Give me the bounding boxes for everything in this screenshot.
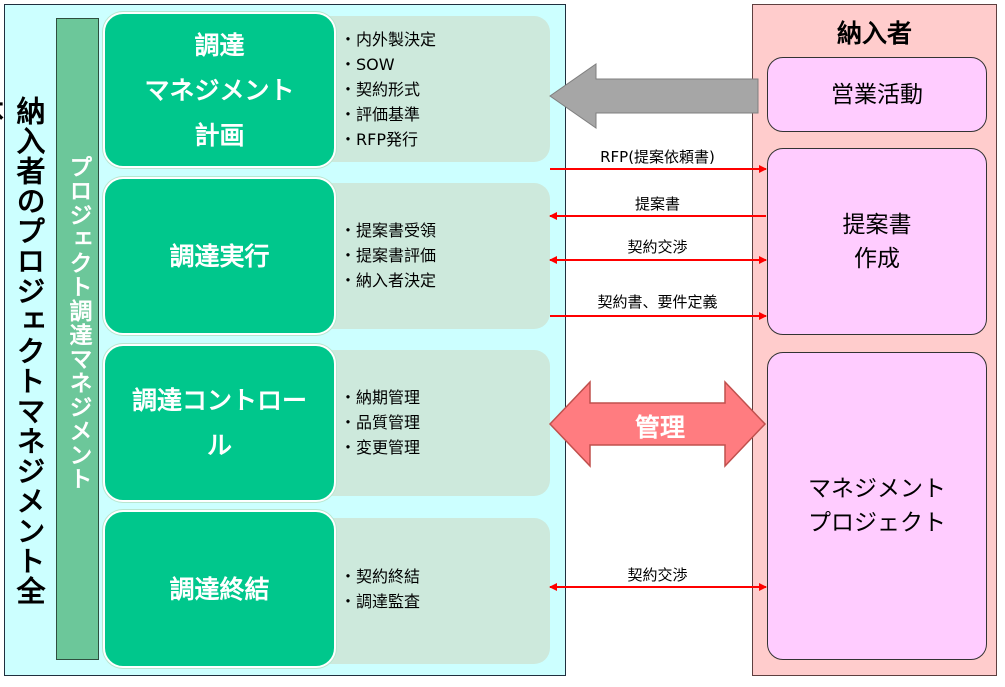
proposal-creation-line: 提案書 — [842, 211, 912, 238]
phase-planning-line: マネジメント — [144, 75, 295, 105]
phase-execution-line: 調達実行 — [169, 241, 270, 271]
closing-negotiation-label: 契約交渉 — [627, 566, 688, 584]
phase-planning-line: 調達 — [194, 30, 245, 60]
project-management-line: プロジェクト — [808, 510, 946, 536]
phase-control-box: 調達コントロー ル — [103, 344, 336, 502]
contract-label: 契約書、要件定義 — [597, 293, 718, 311]
phase-closing-box: 調達終結 — [103, 510, 336, 668]
sales-activity-label: 営業活動 — [831, 81, 923, 108]
procurement-band — [56, 18, 99, 660]
list-item: ・品質管理 — [340, 413, 421, 432]
rfp-label: RFP(提案依頼書) — [600, 148, 715, 166]
sales-to-planning-arrow — [549, 63, 759, 129]
list-item: ・提案書受領 — [340, 221, 437, 240]
phase-planning-box: 調達 マネジメント 計画 — [103, 12, 336, 168]
phase-planning-items: ・内外製決定 ・SOW ・契約形式 ・評価基準 ・RFP発行 — [340, 27, 436, 152]
list-item: ・SOW — [340, 55, 395, 74]
phase-closing-line: 調達終結 — [169, 574, 270, 604]
list-item: ・調達監査 — [340, 592, 421, 611]
list-item: ・契約形式 — [340, 80, 421, 99]
phase-execution-box: 調達実行 — [103, 177, 336, 335]
phase-control-detail-box — [300, 350, 550, 496]
list-item: ・納期管理 — [340, 388, 421, 407]
supplier-title: 納入者 — [836, 19, 912, 48]
phase-planning-detail-box — [300, 16, 550, 162]
phase-control-items: ・納期管理 ・品質管理 ・変更管理 — [340, 385, 420, 460]
phase-control-line: 調達コントロー — [131, 386, 307, 415]
management-arrow — [548, 380, 767, 468]
list-item: ・評価基準 — [340, 105, 421, 124]
project-management-box: マネジメント プロジェクト — [767, 352, 987, 660]
procurement-band-label: プロジェクト調達マネジメント — [65, 155, 91, 491]
list-item: ・契約終結 — [340, 567, 421, 586]
phase-closing-detail-box — [300, 518, 550, 664]
proposal-creation-box: 提案書 作成 — [767, 148, 987, 335]
negotiation-label: 契約交渉 — [627, 238, 688, 256]
proposal-label: 提案書 — [634, 195, 680, 213]
phase-execution-detail-box — [300, 183, 550, 329]
list-item: ・RFP発行 — [340, 130, 418, 149]
list-item: ・納入者決定 — [340, 271, 437, 290]
list-item: ・内外製決定 — [340, 30, 437, 49]
phase-control-line: ル — [206, 431, 232, 460]
phase-planning-line: 計画 — [194, 120, 245, 150]
project-management-line: マネジメント — [808, 476, 946, 502]
management-label: 管理 — [634, 413, 685, 442]
phase-execution-items: ・提案書受領 ・提案書評価 ・納入者決定 — [340, 218, 436, 293]
list-item: ・提案書評価 — [340, 246, 437, 265]
sales-activity-box: 営業活動 — [767, 57, 987, 132]
proposal-creation-line: 作成 — [854, 245, 900, 272]
phase-closing-items: ・契約終結 ・調達監査 — [340, 564, 420, 614]
buyer-overall-label: 納入者のプロジェクトマネジメント全体 — [0, 96, 46, 606]
list-item: ・変更管理 — [340, 438, 421, 457]
